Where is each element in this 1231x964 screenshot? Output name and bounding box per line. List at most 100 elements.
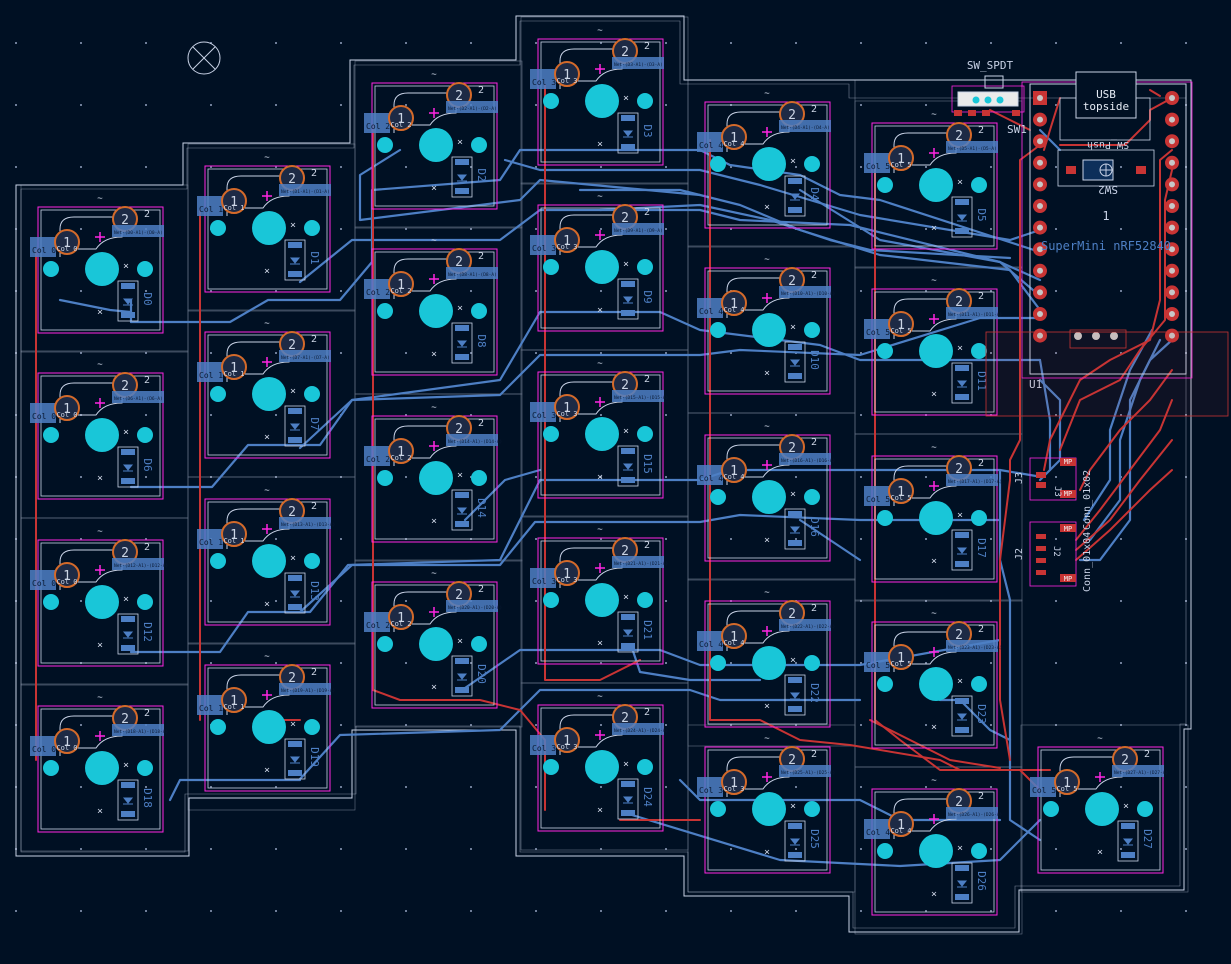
pad-1-net: Col 0 xyxy=(56,744,77,752)
grid-dot xyxy=(210,290,212,292)
controller-pin-drill xyxy=(1037,203,1043,209)
diode-symbol xyxy=(456,673,468,681)
key-courtyard-mark: ~ xyxy=(764,89,770,99)
key-courtyard xyxy=(704,101,831,229)
grid-dot xyxy=(600,662,602,664)
center-cross xyxy=(429,607,439,617)
grid-dot xyxy=(210,786,212,788)
col-pad-block xyxy=(864,486,890,506)
pad-2-net-label: Net-(D22-A1)-(D22-A) xyxy=(781,624,835,630)
stab-hole-right xyxy=(971,343,987,359)
grid-dot xyxy=(665,290,667,292)
stab-hole-right xyxy=(304,553,320,569)
diode-ref-label: D27 xyxy=(1141,829,1154,849)
diode-pad-a xyxy=(121,449,135,455)
grid-dot xyxy=(665,228,667,230)
grid-dot xyxy=(1055,166,1057,168)
grid-dot xyxy=(80,290,82,292)
x-mark: × xyxy=(790,801,796,812)
grid-dot xyxy=(1120,600,1122,602)
grid-dot xyxy=(535,786,537,788)
switch-pad-1 xyxy=(554,727,580,753)
battery-connector-j3[interactable]: MP MP J3 J3 xyxy=(1014,457,1077,501)
grid-dot xyxy=(990,848,992,850)
grid-dot xyxy=(1055,290,1057,292)
key-courtyard xyxy=(204,165,331,293)
grid-dot xyxy=(925,910,927,912)
stab-hole-right xyxy=(471,470,487,486)
key-courtyard-mark: ~ xyxy=(597,359,603,369)
diode-symbol xyxy=(789,838,801,846)
key-courtyard-mark: ~ xyxy=(597,26,603,36)
controller-pin-drill xyxy=(1169,159,1175,166)
switch-pad-1 xyxy=(888,644,914,670)
x-mark: × xyxy=(764,535,770,546)
controller-module[interactable]: USB topside SuperMini nRF52840 1 U1 xyxy=(1021,71,1193,391)
grid-dot xyxy=(1185,848,1187,850)
grid-dot xyxy=(80,786,82,788)
diode-symbol xyxy=(456,340,468,348)
grid-dot xyxy=(80,848,82,850)
pad-1-net: Col 3 xyxy=(556,243,577,251)
diode-pad-k xyxy=(1121,852,1135,858)
diode-ref-label: D18 xyxy=(141,788,154,808)
stab-hole-right xyxy=(304,386,320,402)
front-copper-traces xyxy=(35,84,1173,821)
key-courtyard xyxy=(537,537,664,665)
grid-dot xyxy=(600,848,602,850)
diode-symbol xyxy=(956,880,968,888)
center-hole xyxy=(419,294,453,328)
grid-dot xyxy=(145,910,147,912)
col-pad-block xyxy=(364,279,390,299)
power-switch-footprint[interactable]: SW_SPDT SW1 xyxy=(951,59,1027,136)
reset-button-footprint[interactable]: SW2 SW_Push xyxy=(1057,139,1155,196)
center-hole xyxy=(752,147,786,181)
pad-1-number: 1 xyxy=(63,236,71,251)
pad-1-number: 1 xyxy=(63,569,71,584)
back-trace xyxy=(358,148,702,222)
diode-pad-a xyxy=(788,677,802,683)
matrix-connector-j2[interactable]: MP MP J2 J2 Conn_01x04 Conn_01x02 xyxy=(1014,470,1093,592)
diode-pad-k xyxy=(955,727,969,733)
diode-symbol xyxy=(789,692,801,700)
grid-dot xyxy=(1120,910,1122,912)
x-mark: × xyxy=(123,760,129,771)
diode-pad-k xyxy=(288,437,302,443)
key-fab-outline xyxy=(40,375,161,497)
diode-outline xyxy=(117,779,139,821)
diode-symbol xyxy=(289,257,301,265)
switch-pad-1 xyxy=(54,395,80,421)
col-pad-block xyxy=(30,403,56,423)
center-cross xyxy=(95,565,105,575)
pad-2-net-block xyxy=(1112,765,1164,777)
